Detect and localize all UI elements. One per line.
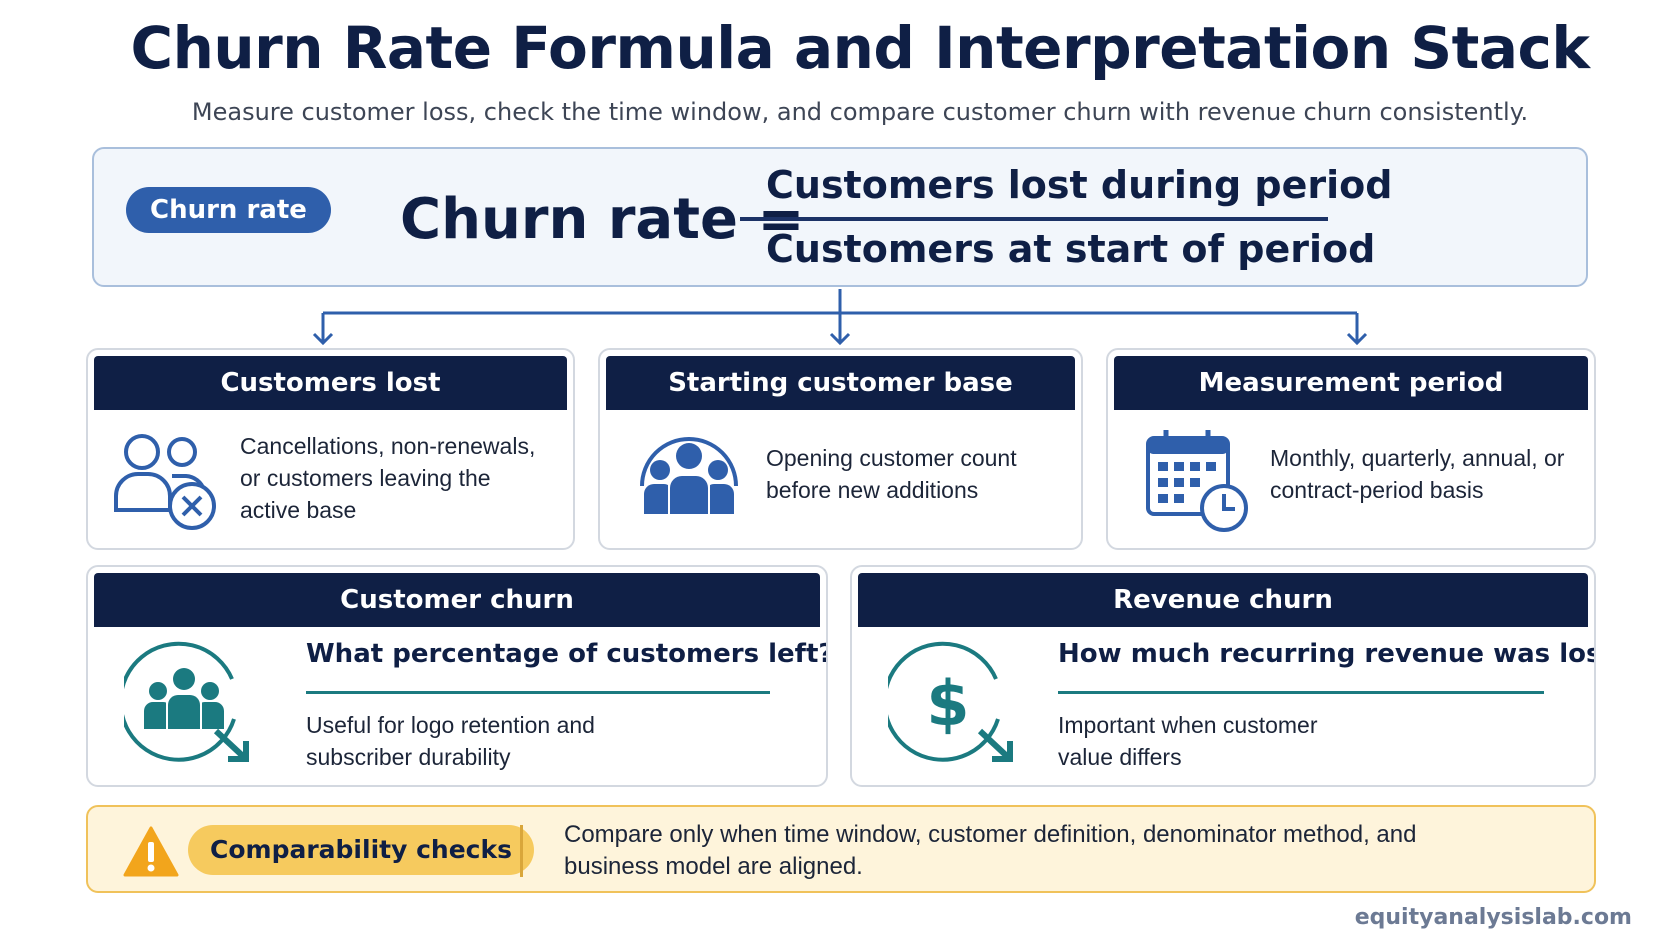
fraction-bar [740, 217, 1328, 221]
formula-panel: Churn rate Churn rate = Customers lost d… [92, 147, 1588, 287]
card-description: Monthly, quarterly, annual, or contract-… [1270, 445, 1565, 503]
divider [520, 825, 523, 877]
card-question: What percentage of customers left? [306, 639, 828, 669]
card-header: Starting customer base [606, 356, 1075, 410]
comparison-card-revenue-churn: Revenue churn $ How much recurring reven… [850, 565, 1596, 787]
calendar-clock-icon [1146, 430, 1248, 532]
card-description: Important when customer value differs [1058, 712, 1318, 770]
warning-icon [123, 826, 179, 877]
question-underline [1058, 691, 1544, 694]
card-header: Revenue churn [858, 573, 1588, 627]
page-title: Churn Rate Formula and Interpretation St… [130, 14, 1590, 82]
card-question: How much recurring revenue was lost? [1058, 639, 1596, 669]
formula-left-side: Churn rate = [400, 187, 805, 252]
card-description: Opening customer count before new additi… [766, 445, 1017, 503]
footer-source: equityanalysislab.com [1354, 905, 1632, 930]
card-description: Cancellations, non-renewals, or customer… [240, 433, 536, 523]
comparability-label: Comparability checks [188, 825, 534, 875]
component-card-starting-base: Starting customer base Opening customer … [598, 348, 1083, 550]
card-header: Customer churn [94, 573, 820, 627]
card-header: Measurement period [1114, 356, 1588, 410]
page-subtitle: Measure customer loss, check the time wi… [191, 98, 1529, 126]
comparison-card-customer-churn: Customer churn What percentage of custom… [86, 565, 828, 787]
formula-numerator: Customers lost during period [766, 163, 1393, 207]
question-underline [306, 691, 770, 694]
formula-badge: Churn rate [126, 187, 331, 233]
formula-denominator: Customers at start of period [766, 227, 1376, 271]
customer-group-icon [640, 437, 738, 514]
card-description: Useful for logo retention and subscriber… [306, 712, 595, 770]
component-card-measurement-period: Measurement period Monthly, quarterly, a… [1106, 348, 1596, 550]
component-card-customers-lost: Customers lost Cancellations, non-renewa… [86, 348, 575, 550]
customer-churn-icon [124, 641, 249, 762]
user-remove-icon [114, 434, 216, 530]
revenue-churn-icon: $ [888, 641, 1013, 762]
comparability-text: Compare only when time window, customer … [564, 821, 1417, 880]
svg-text:$: $ [926, 667, 969, 740]
card-header: Customers lost [94, 356, 567, 410]
comparability-checks-bar: Comparability checks Compare only when t… [86, 805, 1596, 893]
